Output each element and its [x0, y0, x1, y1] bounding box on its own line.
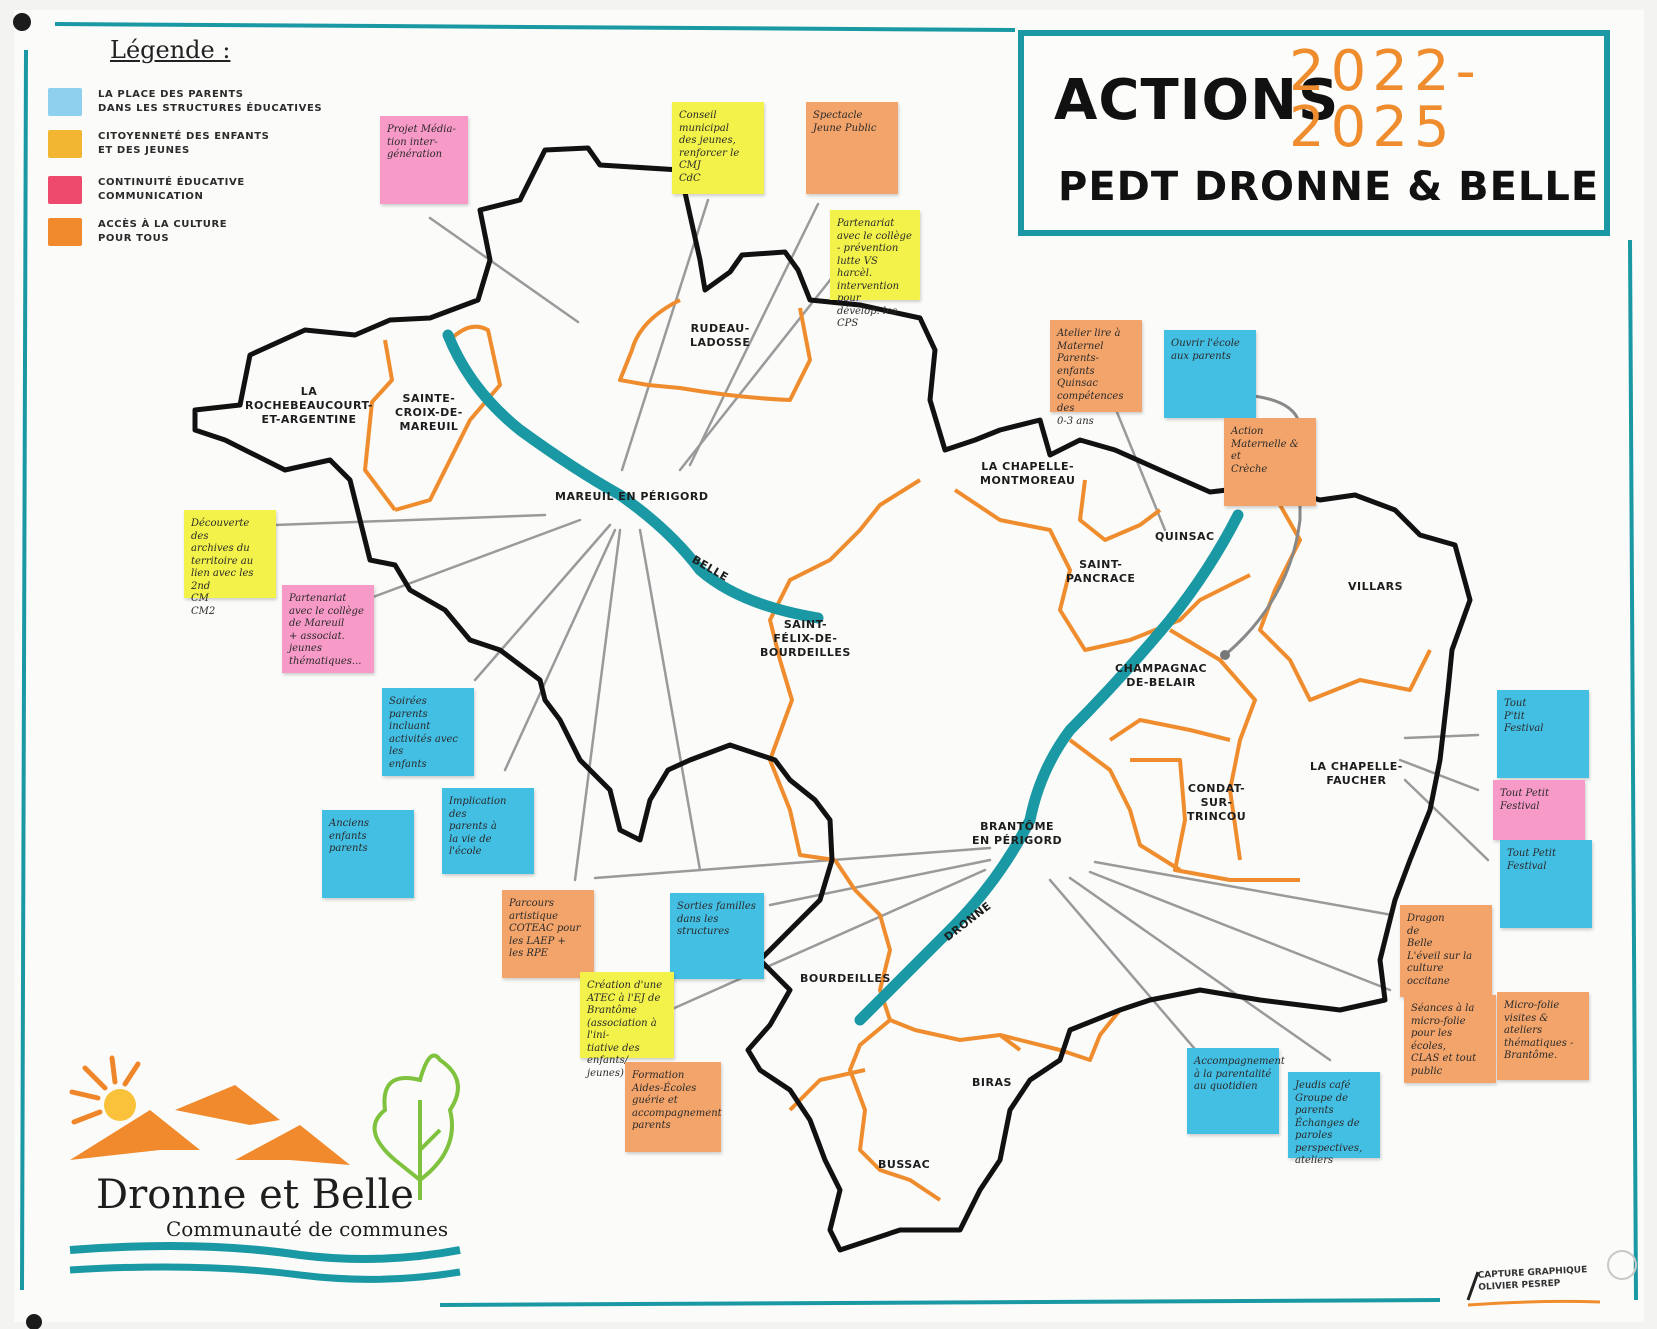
legend-item: CONTINUITÉ ÉDUCATIVE COMMUNICATION — [48, 176, 245, 204]
note-jeudis-cafe: Jeudis café Groupe de parents Échanges d… — [1288, 1072, 1380, 1166]
commune-champagnac: CHAMPAGNAC DE-BELAIR — [1115, 662, 1208, 689]
note-anciens-enfants: Anciens enfants parents — [322, 810, 414, 898]
commune-bourdeilles: BOURDEILLES — [800, 972, 891, 985]
legend-swatch — [48, 130, 82, 158]
note-tout-pti-festival: Tout P'tit Festival — [1497, 690, 1589, 778]
note-spectacle-jeune-public: Spectacle Jeune Public — [806, 102, 898, 194]
note-micro-folie: Micro-folie visites & ateliers thématiqu… — [1497, 992, 1589, 1080]
commune-brantome: BRANTÔME EN PÉRIGORD — [972, 820, 1063, 847]
legend-swatch — [48, 88, 82, 116]
title-actions: ACTIONS — [1054, 68, 1340, 133]
note-decouverte-archives: Découverte des archives du territoire au… — [184, 510, 276, 617]
pin-bottom-left — [26, 1314, 42, 1329]
note-implication-parents: Implication des parents à la vie de l'éc… — [442, 788, 534, 874]
note-creation-atec: Création d'une ATEC à l'EJ de Brantôme (… — [580, 972, 674, 1079]
frame-top — [54, 22, 1016, 32]
commune-saint-pancrace: SAINT- PANCRACE — [1066, 558, 1136, 585]
commune-condat: CONDAT- SUR- TRINCOU — [1187, 782, 1247, 823]
commune-quinsac: QUINSAC — [1155, 530, 1215, 543]
note-partenariat-college-mareuil: Partenariat avec le collège de Mareuil +… — [282, 585, 374, 673]
cdc-outline — [192, 145, 1473, 1253]
legend-title: Légende : — [110, 36, 231, 64]
leader-lines — [273, 198, 1490, 1062]
note-ouvrir-ecole: Ouvrir l'école aux parents — [1164, 330, 1256, 418]
note-tout-petit-festival-blue: Tout Petit Festival — [1500, 840, 1592, 928]
frame-right — [1628, 239, 1638, 1301]
note-dragon-belle: Dragon de Belle L'éveil sur la culture o… — [1400, 905, 1492, 997]
commune-bussac: BUSSAC — [878, 1158, 931, 1171]
logo-graphic — [69, 1053, 461, 1283]
pin-top-left — [13, 13, 31, 31]
ouvrir-ecole-connector — [1224, 393, 1302, 657]
logo-subtitle: Communauté de communes — [166, 1217, 449, 1241]
legend-label: CONTINUITÉ ÉDUCATIVE COMMUNICATION — [98, 177, 245, 202]
commune-boundaries — [363, 298, 1432, 1202]
commune-sainte-croix: SAINTE- CROIX-DE- MAREUIL — [395, 392, 463, 433]
frame-bottom — [439, 1298, 1441, 1307]
legend-label: ACCÈS À LA CULTURE POUR TOUS — [98, 219, 228, 244]
note-accompagnement: Accompagnement à la parentalité au quoti… — [1187, 1048, 1285, 1134]
commune-mareuil: MAREUIL EN PÉRIGORD — [555, 490, 709, 503]
commune-biras: BIRAS — [972, 1076, 1012, 1089]
note-soirees-parents: Soirées parents incluant activités avec … — [382, 688, 474, 776]
legend-swatch — [48, 218, 82, 246]
note-parcours-artistique: Parcours artistique COTEAC pour les LAEP… — [502, 890, 594, 978]
title-box: ACTIONS 2022- 2025 PEDT DRONNE & BELLE — [1018, 30, 1610, 236]
river-dronne — [854, 509, 1244, 1026]
commune-villars: VILLARS — [1348, 580, 1404, 593]
commune-la-chapelle-faucher: LA CHAPELLE- FAUCHER — [1310, 760, 1403, 787]
note-sorties-familles: Sorties familles dans les structures — [670, 893, 764, 979]
note-atelier-lecture: Atelier lire à Maternel Parents-enfants … — [1050, 320, 1142, 427]
river-belle — [442, 329, 824, 624]
legend-swatch — [48, 176, 82, 204]
note-partenariat-college: Partenariat avec le collège - prévention… — [830, 210, 920, 329]
note-projet-mediation: Projet Média- tion inter- génération — [380, 116, 468, 204]
commune-la-rochebeaucourt: LA ROCHEBEAUCOURT- ET-ARGENTINE — [245, 385, 373, 426]
title-years: 2022- 2025 — [1289, 39, 1482, 160]
legend-item: CITOYENNETÉ DES ENFANTS ET DES JEUNES — [48, 130, 269, 158]
note-action-maternelle: Action Maternelle & et Crèche — [1224, 418, 1316, 506]
legend-label: CITOYENNETÉ DES ENFANTS ET DES JEUNES — [98, 131, 270, 156]
legend-item: LA PLACE DES PARENTS DANS LES STRUCTURES… — [48, 88, 322, 116]
note-conseil-municipal: Conseil municipal des jeunes, renforcer … — [672, 102, 764, 194]
note-tout-petit-festival-pink: Tout Petit Festival — [1493, 780, 1585, 840]
legend-label: LA PLACE DES PARENTS DANS LES STRUCTURES… — [98, 89, 323, 114]
legend-item: ACCÈS À LA CULTURE POUR TOUS — [48, 218, 227, 246]
commune-rudeau: RUDEAU- LADOSSE — [690, 322, 751, 349]
commune-saint-felix: SAINT- FÉLIX-DE- BOURDEILLES — [760, 618, 851, 659]
note-formation-aides: Formation Aides-Écoles guérie et accompa… — [625, 1062, 722, 1152]
logo-name: Dronne et Belle — [96, 1172, 414, 1218]
title-subtitle: PEDT DRONNE & BELLE — [1058, 164, 1600, 210]
frame-left — [20, 49, 28, 1291]
commune-la-chapelle-montmoreau: LA CHAPELLE- MONTMOREAU — [980, 460, 1076, 487]
note-seances-acrobatie: Séances à la micro-folie pour les écoles… — [1404, 995, 1496, 1083]
